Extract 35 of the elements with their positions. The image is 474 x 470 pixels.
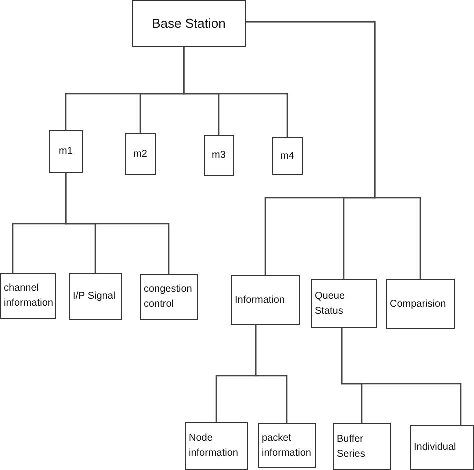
box [69, 273, 122, 320]
box [386, 279, 455, 329]
node-label: m1 [59, 145, 73, 159]
node-label: m2 [134, 148, 148, 162]
node-label: Node information [189, 432, 240, 461]
box [311, 279, 377, 328]
node-label: Comparision [390, 298, 446, 312]
node-label: congestion control [144, 283, 194, 312]
node-label: Buffer Series [337, 432, 366, 462]
connector-line [183, 47, 288, 137]
connector-line [341, 328, 462, 425]
node-label: Queue Status [315, 290, 346, 318]
box [185, 422, 248, 470]
box [0, 273, 56, 319]
node-label: channel information [4, 282, 54, 311]
box [49, 130, 83, 173]
node-label: Base Station [152, 14, 226, 33]
box [204, 135, 234, 176]
node-label: Individual [414, 441, 456, 455]
box [132, 0, 246, 47]
box [410, 425, 474, 470]
node-label: packet information [262, 432, 312, 460]
node-label: m3 [212, 149, 226, 163]
node-label: m4 [280, 150, 294, 164]
connector-line [65, 173, 170, 274]
box [272, 137, 303, 175]
box [125, 133, 156, 175]
box [258, 423, 316, 468]
node-label: Information [235, 294, 286, 308]
connector-line [246, 21, 422, 279]
connector-line [255, 325, 288, 423]
box [333, 423, 391, 470]
box [140, 274, 198, 320]
node-label: I/P Signal [73, 290, 116, 304]
box [231, 275, 300, 325]
